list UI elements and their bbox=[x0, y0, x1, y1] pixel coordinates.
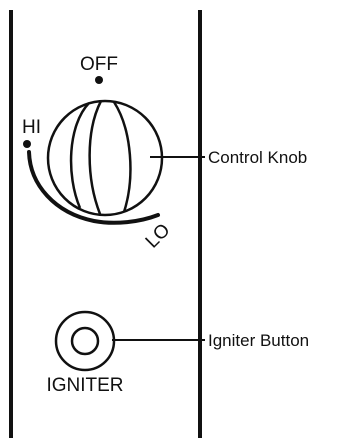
hi-lo-range-arc bbox=[27, 150, 160, 225]
hi-indicator-dot bbox=[23, 140, 31, 148]
off-label: OFF bbox=[80, 54, 118, 75]
knob-grip-right bbox=[112, 101, 132, 213]
lo-label: LO bbox=[142, 220, 175, 253]
knob-grip-left bbox=[69, 102, 90, 209]
igniter-button-callout: Igniter Button bbox=[208, 331, 309, 350]
igniter-button[interactable] bbox=[54, 310, 116, 372]
knob-grip-center bbox=[88, 100, 103, 215]
igniter-inner-ring bbox=[70, 326, 100, 356]
control-knob[interactable] bbox=[46, 99, 164, 217]
hi-label: HI bbox=[22, 117, 41, 138]
off-indicator-dot bbox=[95, 76, 103, 84]
control-knob-callout: Control Knob bbox=[208, 148, 307, 167]
knob-outer-ring bbox=[46, 99, 164, 217]
igniter-label: IGNITER bbox=[46, 375, 123, 396]
